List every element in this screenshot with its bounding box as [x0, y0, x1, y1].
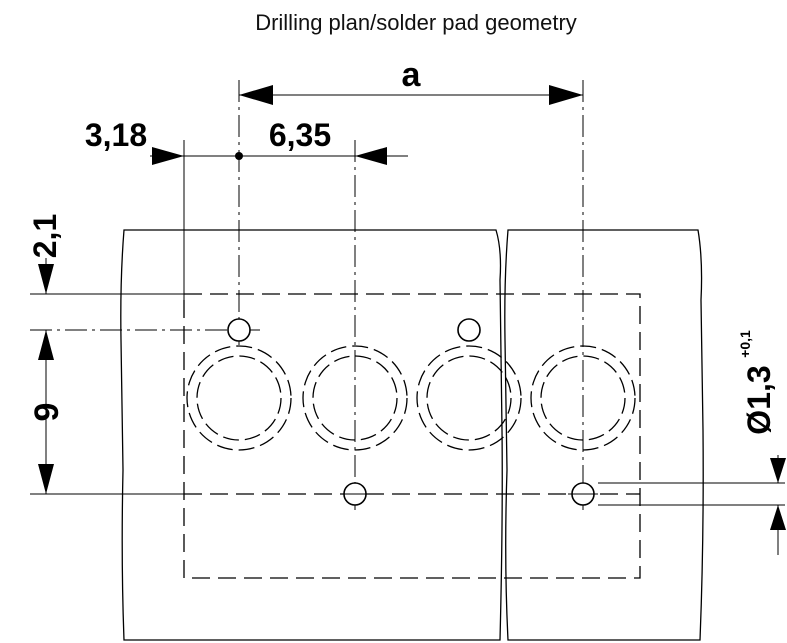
dimension-9: 9 [28, 330, 66, 494]
dimension-3-18-label: 3,18 [85, 117, 147, 153]
solder-hole-3 [457, 318, 481, 342]
dimension-hole-diameter: Ø1,3 +0,1 [598, 330, 786, 555]
dimension-a: a [239, 56, 583, 105]
solder-hole-1 [227, 318, 251, 342]
wire-entry-circles [186, 345, 636, 451]
dimension-2-1: 2,1 [27, 214, 63, 360]
dimension-a-label: a [402, 56, 422, 94]
drawing-title: Drilling plan/solder pad geometry [255, 10, 577, 35]
hole-diameter-label: Ø1,3 [741, 365, 777, 434]
housing-right-outline [504, 229, 704, 641]
dimension-2-1-label: 2,1 [27, 214, 63, 258]
footprint-outline [183, 293, 641, 579]
housing-left-outline [120, 229, 503, 641]
dimension-3-18-6-35: 3,18 6,35 [85, 117, 408, 165]
dimension-9-label: 9 [28, 403, 66, 422]
dimension-6-35-label: 6,35 [269, 117, 331, 153]
hole-tolerance-label: +0,1 [737, 330, 753, 358]
